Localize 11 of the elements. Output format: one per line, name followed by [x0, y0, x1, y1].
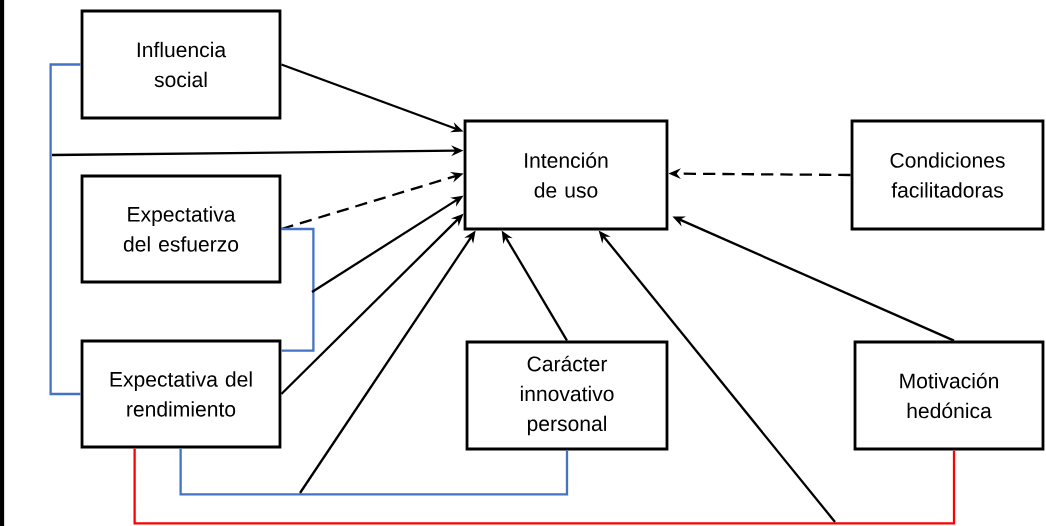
connector-line [49, 63, 81, 396]
concept-box: Expectativa del esfuerzo [80, 174, 282, 284]
connector-line [281, 227, 315, 352]
concept-box: Condiciones facilitadoras [850, 119, 1045, 231]
concept-box: Motivación hedónica [853, 340, 1045, 451]
connector-line [133, 448, 956, 525]
concept-box: Intención de uso [463, 119, 669, 231]
connector-line [179, 448, 569, 496]
concept-box: Influencia social [80, 9, 282, 120]
concept-box: Carácter innovativo personal [465, 340, 669, 451]
concept-box: Expectativa del rendimiento [80, 339, 282, 449]
